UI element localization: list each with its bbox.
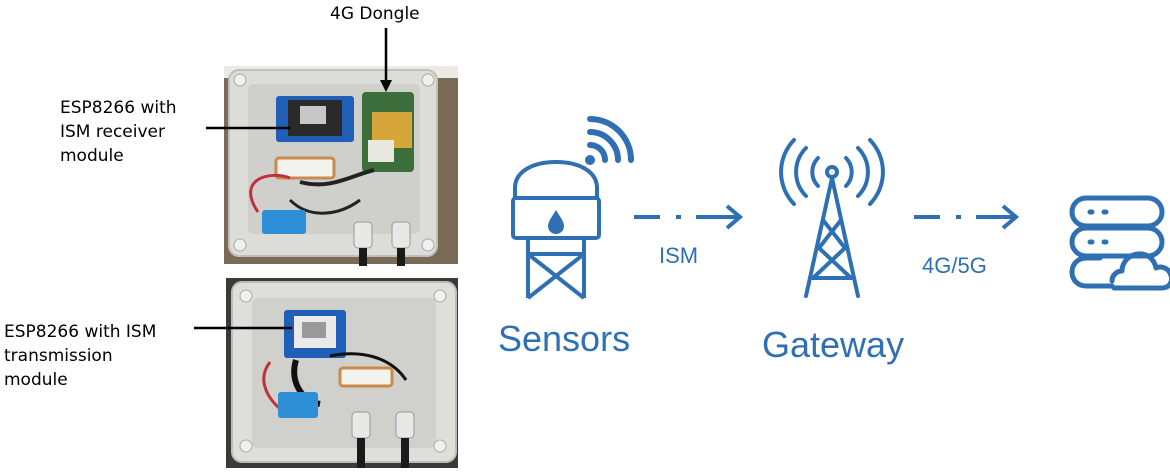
ism-link-arrow <box>634 204 744 230</box>
transmitter-box-photo <box>226 278 458 468</box>
transmitter-callout-label: ESP8266 with ISM transmission module <box>4 320 156 392</box>
receiver-box-photo <box>224 66 458 266</box>
cell-tower-icon <box>779 138 885 298</box>
receiver-callout-line-1: ESP8266 with <box>60 98 177 118</box>
receiver-callout-line-2: ISM receiver <box>60 122 165 142</box>
water-tower-sensor-icon <box>511 116 634 300</box>
transmitter-callout-line-2: transmission <box>4 346 113 366</box>
receiver-callout-line-3: module <box>60 146 124 166</box>
callout-lines <box>194 28 392 330</box>
transmitter-callout-line-1: ESP8266 with ISM <box>4 322 157 342</box>
sensors-label: Sensors <box>498 318 631 359</box>
receiver-callout-label: ESP8266 with ISM receiver module <box>60 96 177 168</box>
cloud-server-icon <box>1069 195 1170 291</box>
4g-5g-link-arrow <box>914 204 1020 230</box>
ism-link-label: ISM <box>659 243 699 268</box>
4g-5g-link-label: 4G/5G <box>922 253 987 278</box>
gateway-label: Gateway <box>762 324 905 365</box>
dongle-callout-label: 4G Dongle <box>330 4 420 24</box>
transmitter-callout-line-3: module <box>4 370 68 390</box>
